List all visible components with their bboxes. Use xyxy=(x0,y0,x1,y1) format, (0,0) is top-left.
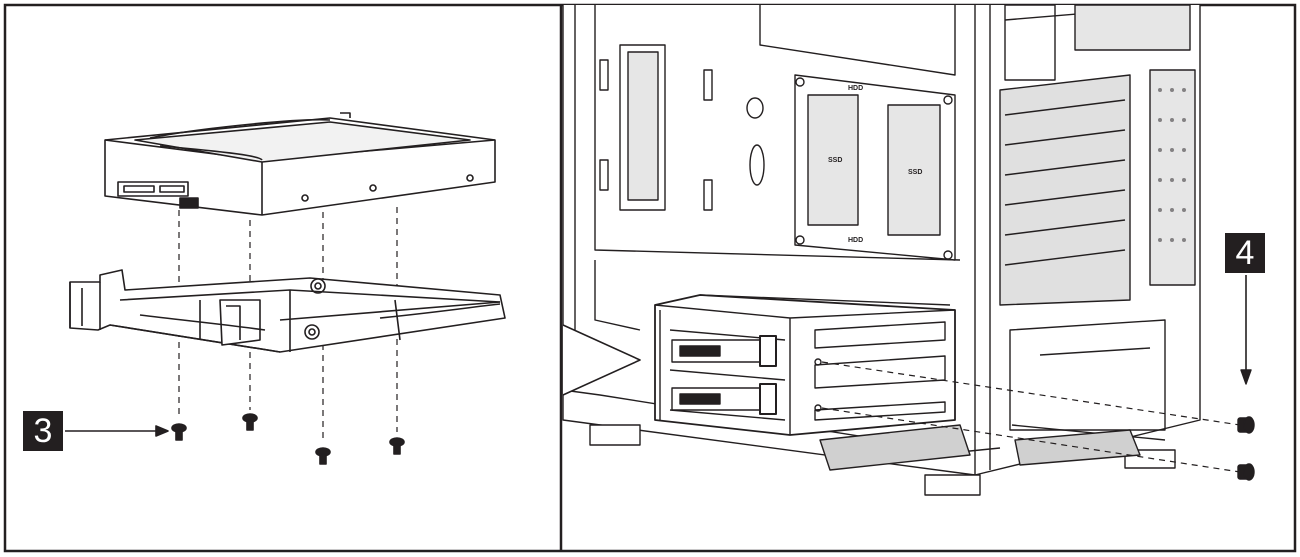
ssd-label-right: SSD xyxy=(908,169,922,176)
ssd-label-left: SSD xyxy=(828,157,842,164)
hdd-cage xyxy=(654,294,956,436)
screw-icon xyxy=(1237,463,1255,481)
screw-icon xyxy=(389,437,405,455)
expansion-slots xyxy=(999,74,1131,306)
screw-group xyxy=(171,413,405,465)
screw-icon xyxy=(171,423,187,441)
hard-drive xyxy=(104,112,496,216)
hdd-label-top: HDD xyxy=(848,85,863,92)
cage-screw-group xyxy=(1237,416,1255,481)
screw-icon xyxy=(1237,416,1255,434)
screw-icon xyxy=(242,413,258,431)
step-4-arrow xyxy=(1240,275,1252,385)
step-3-arrow xyxy=(65,425,169,437)
step-number-badge-3: 3 xyxy=(23,411,63,451)
right-panel xyxy=(562,4,1255,496)
cage-screw-guide-lines xyxy=(821,361,1241,473)
step-number-badge-4: 4 xyxy=(1225,233,1265,273)
screw-icon xyxy=(315,447,331,465)
mesh-vent xyxy=(1158,88,1186,242)
left-panel xyxy=(65,112,506,465)
hdd-label-bottom: HDD xyxy=(848,237,863,244)
ssd-bracket xyxy=(794,74,956,261)
zoom-callout xyxy=(562,324,641,396)
drive-tray xyxy=(69,269,506,353)
